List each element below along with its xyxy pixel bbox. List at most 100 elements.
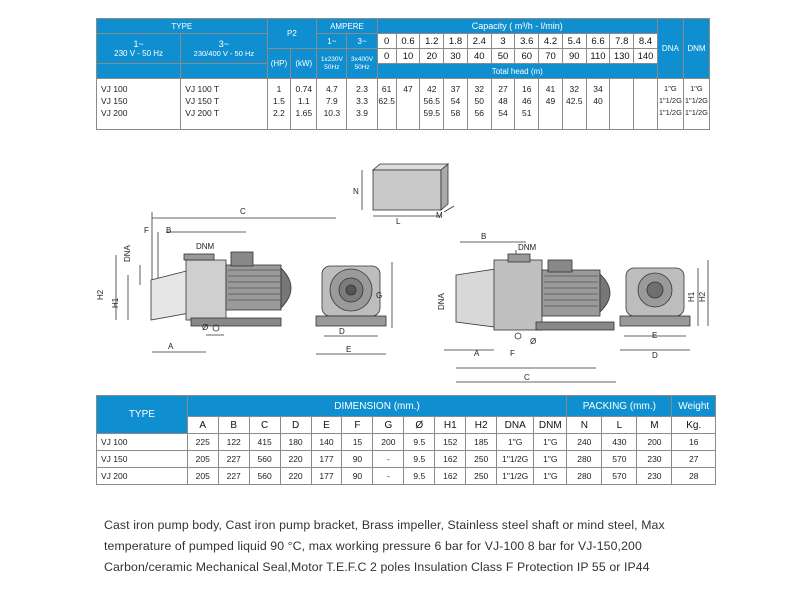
dim-col-c: C [248, 416, 281, 434]
dim-type-header: TYPE [96, 395, 188, 434]
perf-phase1-header: 1~ 230 V - 50 Hz [95, 33, 182, 64]
perf-col-head [609, 78, 635, 130]
cap-m3h: 1.8 [443, 33, 468, 49]
pump-side-view-right [444, 241, 616, 383]
perf-kw-header: (kW) [290, 48, 318, 79]
cap-m3h: 3 [490, 33, 516, 49]
dim-col-n: N [566, 416, 603, 434]
description-line: Carbon/ceramic Mechanical Seal,Motor T.E… [104, 560, 650, 574]
perf-col-head: 47 [395, 78, 421, 130]
label-h1-left: H1 [111, 297, 120, 308]
perf-dnm-header: DNM [682, 18, 711, 79]
label-dnm-right: DNM [518, 243, 537, 252]
perf-p2-header: P2 [266, 18, 318, 49]
dim-col-e: E [310, 416, 343, 434]
label-a-left: A [168, 342, 174, 351]
label-c-left: C [240, 207, 246, 216]
perf-ampere-header: AMPERE [316, 18, 378, 34]
label-l: L [396, 217, 401, 226]
label-f-left: F [144, 226, 149, 235]
pump-front-view-left [315, 262, 393, 355]
label-a-right: A [474, 349, 480, 358]
cap-lmin: 60 [514, 48, 540, 64]
cap-lmin: 90 [561, 48, 587, 64]
label-h1-right: H1 [687, 291, 696, 302]
pump-drawing: N L M C F B DNM DNA H2 H1 A Ø G D E B DN… [96, 163, 709, 383]
perf-hp-header: (HP) [266, 48, 292, 79]
table-row: VJ 200 205 227 560 220 177 90 - 9.5 162 … [96, 467, 716, 485]
label-h2-right: H2 [698, 291, 707, 302]
table-row: VJ 150 205 227 560 220 177 90 - 9.5 162 … [96, 450, 716, 468]
cap-lmin: 70 [538, 48, 563, 64]
cap-lmin: 140 [633, 48, 658, 64]
perf-capacity-header: Capacity ( m³/h - l/min) [376, 18, 658, 34]
cap-lmin: 50 [490, 48, 516, 64]
label-phi-left: Ø [202, 323, 208, 332]
cap-m3h: 6.6 [585, 33, 611, 49]
label-g: G [376, 291, 382, 300]
label-dna-right: DNA [437, 292, 446, 310]
pump-front-view-right [619, 260, 709, 351]
cap-lmin: 20 [419, 48, 445, 64]
dimension-table: TYPE DIMENSION (mm.) PACKING (mm.) Weigh… [96, 395, 716, 485]
performance-table: TYPE P2 AMPERE Capacity ( m³/h - l/min) … [95, 18, 711, 130]
perf-dna-header: DNA [656, 18, 684, 79]
dim-col-m: M [636, 416, 673, 434]
cap-m3h: 0 [376, 33, 397, 49]
cap-m3h: 5.4 [561, 33, 587, 49]
label-d: D [339, 327, 345, 336]
perf-amp3-header: 3~ [346, 33, 378, 49]
perf-type-header: TYPE [96, 18, 268, 34]
label-e-left: E [346, 345, 351, 354]
cap-m3h: 7.8 [609, 33, 635, 49]
dim-col-b: B [217, 416, 250, 434]
technical-drawings: N L M C F B DNM DNA H2 H1 A Ø G D E B DN… [96, 150, 716, 390]
label-c-right: C [524, 373, 530, 382]
dim-col-dnm: DNM [533, 416, 568, 434]
perf-phase3-header: 3~ 230/400 V - 50 Hz [180, 33, 268, 64]
label-b-right: B [481, 232, 486, 241]
cap-m3h: 8.4 [633, 33, 658, 49]
cap-m3h: 4.2 [538, 33, 563, 49]
label-dna-left: DNA [123, 244, 132, 262]
dim-col-l: L [601, 416, 638, 434]
cap-lmin: 10 [395, 48, 421, 64]
label-e-right: E [652, 331, 657, 340]
perf-phase1-spacer [95, 63, 182, 79]
dim-col-f: F [341, 416, 374, 434]
cap-lmin: 110 [585, 48, 611, 64]
dim-col-h2: H2 [465, 416, 498, 434]
dim-packing-header: PACKING (mm.) [566, 395, 673, 417]
dim-col-d: D [279, 416, 312, 434]
product-description: Cast iron pump body, Cast iron pump brac… [104, 515, 714, 578]
perf-col-head [633, 78, 658, 130]
dim-dimension-header: DIMENSION (mm.) [186, 395, 568, 417]
label-b-left: B [166, 226, 171, 235]
label-m: M [436, 211, 443, 220]
cap-m3h: 2.4 [466, 33, 492, 49]
dim-col-a: A [186, 416, 219, 434]
cap-m3h: 0.6 [395, 33, 421, 49]
dim-col-dna: DNA [496, 416, 535, 434]
description-line: Cast iron pump body, Cast iron pump brac… [104, 518, 665, 532]
cap-lmin: 130 [609, 48, 635, 64]
label-dnm-left: DNM [196, 242, 215, 251]
label-n: N [353, 187, 359, 196]
